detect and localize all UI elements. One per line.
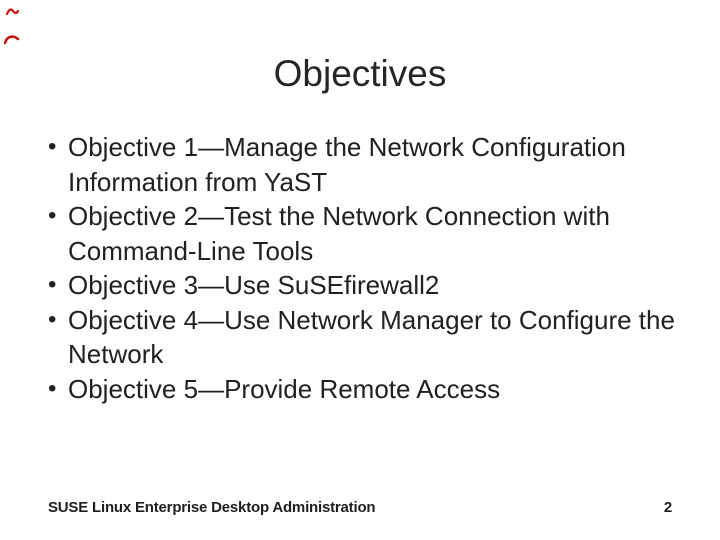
bullet-marker: • — [48, 202, 57, 229]
list-item: • Objective 1—Manage the Network Configu… — [48, 130, 678, 199]
slide-footer: SUSE Linux Enterprise Desktop Administra… — [0, 498, 720, 518]
bullet-text: Objective 2—Test the Network Connection … — [68, 201, 610, 266]
bullet-text: Objective 1—Manage the Network Configura… — [68, 132, 626, 197]
objectives-list: • Objective 1—Manage the Network Configu… — [48, 130, 678, 406]
list-item: • Objective 5—Provide Remote Access — [48, 372, 678, 407]
bullet-marker: • — [48, 305, 57, 333]
red-pen-mark-icon — [4, 35, 20, 45]
bullet-text: Objective 5—Provide Remote Access — [68, 373, 501, 404]
bullet-marker: • — [48, 271, 57, 298]
bullet-text: Objective 3—Use SuSEfirewall2 — [68, 270, 440, 300]
bullet-marker: • — [48, 133, 57, 160]
bullet-marker: • — [48, 374, 57, 402]
page-number: 2 — [663, 499, 672, 516]
red-pen-mark-icon — [6, 8, 20, 16]
slide-title: Objectives — [273, 53, 447, 94]
bullet-text: Objective 4—Use Network Manager to Confi… — [68, 304, 675, 370]
list-item: • Objective 3—Use SuSEfirewall2 — [48, 268, 678, 303]
red-pen-annotation — [4, 4, 28, 52]
footer-course-title: SUSE Linux Enterprise Desktop Administra… — [48, 499, 376, 516]
list-item: • Objective 4—Use Network Manager to Con… — [48, 303, 678, 372]
list-item: • Objective 2—Test the Network Connectio… — [48, 199, 678, 268]
